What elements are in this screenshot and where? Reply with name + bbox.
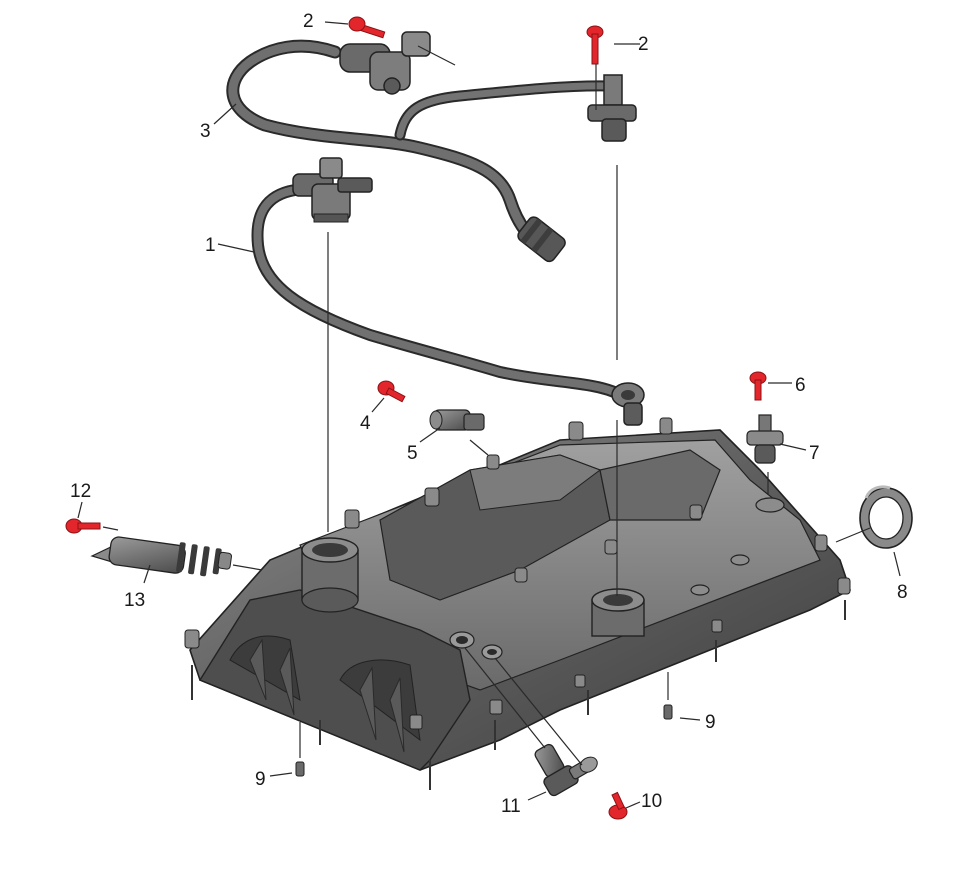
callout-6: 6 [795, 375, 806, 396]
callout-2-upper-right: 2 [638, 34, 649, 55]
breather-hose-3 [226, 31, 637, 263]
callout-9-left: 9 [255, 769, 266, 790]
callout-12: 12 [70, 481, 91, 502]
callout-labels: 1 2 2 3 4 5 6 7 8 9 9 10 11 12 13 [70, 11, 908, 817]
leader-lines [77, 21, 901, 809]
callout-11: 11 [501, 796, 521, 817]
callout-5: 5 [407, 443, 418, 464]
bolt-6 [749, 371, 767, 401]
solenoid-13 [90, 536, 232, 577]
bolt-4 [377, 380, 406, 403]
callout-13: 13 [124, 590, 145, 611]
sensor-7 [746, 414, 784, 464]
dowel-pin-9-right [663, 704, 673, 720]
callout-7: 7 [809, 443, 820, 464]
callout-3: 3 [200, 121, 211, 142]
bolt-2-upper-right [586, 25, 604, 65]
callout-4: 4 [360, 413, 371, 434]
callout-2-upper-left: 2 [303, 11, 314, 32]
valve-cover [184, 417, 851, 790]
callout-1: 1 [205, 235, 216, 256]
bolt-12 [65, 518, 101, 534]
dowel-pin-9-left [295, 761, 305, 777]
callout-10: 10 [641, 791, 662, 812]
callout-9-right: 9 [705, 712, 716, 733]
breather-hose-1 [251, 157, 645, 426]
sensor-5 [429, 409, 485, 431]
seal-8 [859, 485, 913, 549]
bolt-2-upper-left [348, 16, 386, 39]
bolt-10 [608, 791, 628, 820]
sensor-11 [534, 743, 598, 797]
callout-8: 8 [897, 582, 908, 603]
